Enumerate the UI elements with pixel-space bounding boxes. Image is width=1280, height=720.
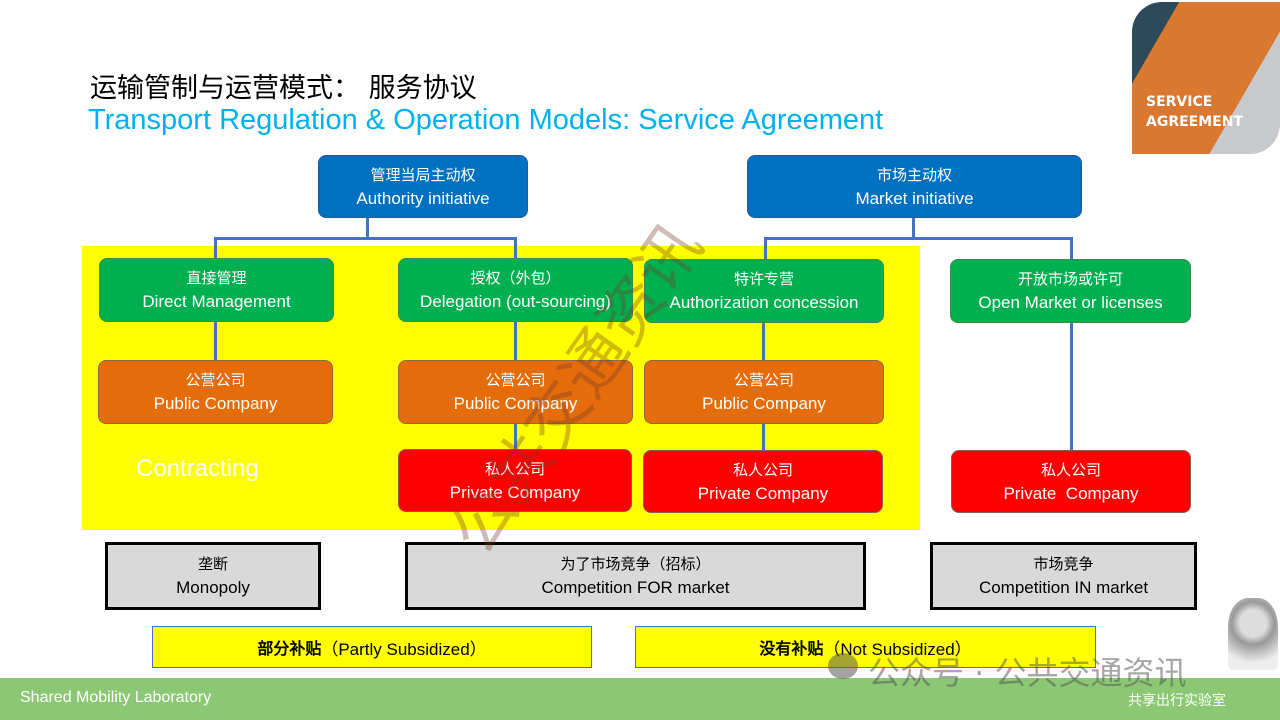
author-portrait — [1228, 598, 1278, 670]
competition-for-market-box: 为了市场竞争（招标）Competition FOR market — [405, 542, 866, 610]
wechat-icon — [828, 653, 858, 679]
footer-bar — [0, 678, 1280, 720]
wechat-watermark: 公众号 · 公共交通资讯 — [868, 654, 1187, 692]
title-en: Transport Regulation & Operation Models:… — [88, 104, 884, 136]
delegation-box: 授权（外包）Delegation (out-sourcing) — [398, 258, 633, 322]
footer-left: Shared Mobility Laboratory — [20, 689, 212, 706]
partly-subsidized-box: 部分补贴（Partly Subsidized） — [152, 626, 592, 668]
contracting-label: Contracting — [136, 455, 259, 482]
title-zh: 运输管制与运营模式： 服务协议 — [90, 73, 477, 104]
not-subsidized-box: 没有补贴（Not Subsidized） — [635, 626, 1096, 668]
footer-right: 共享出行实验室 — [1128, 693, 1226, 709]
